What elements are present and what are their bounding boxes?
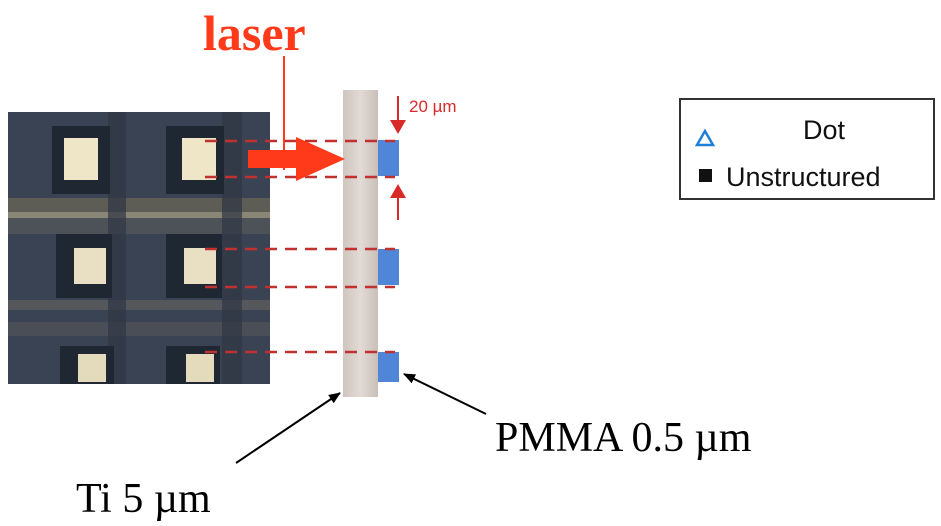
dimension-arrows: [390, 96, 406, 220]
legend-label-dot: Dot: [803, 115, 846, 145]
pointer-arrows: [235, 373, 487, 464]
dimension-label: 20 µm: [409, 97, 457, 116]
laser-label: laser: [203, 5, 306, 61]
unstructured-square-icon: [699, 169, 712, 182]
dot-triangle-icon: [694, 128, 716, 147]
legend-label-unstructured: Unstructured: [726, 162, 881, 192]
laser-arrow: [248, 56, 345, 181]
legend-box: [679, 98, 935, 200]
legend: Dot Unstructured: [679, 98, 935, 200]
dashed-guide-lines: [205, 139, 395, 354]
pmma-blocks: [378, 140, 399, 382]
pmma-label: PMMA 0.5 µm: [495, 415, 752, 461]
ti-label: Ti 5 µm: [76, 476, 211, 522]
